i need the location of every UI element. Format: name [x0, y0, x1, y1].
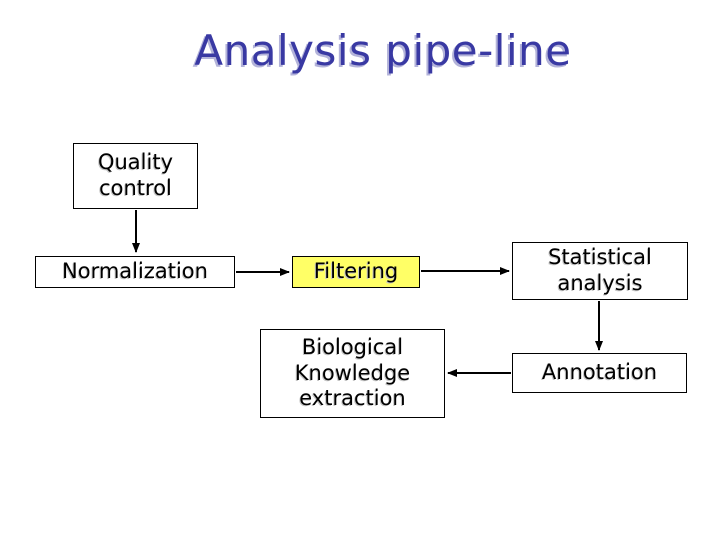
node-normalization-label: Normalization: [62, 259, 208, 284]
node-statistical-analysis-label: Statistical analysis: [548, 245, 652, 295]
node-quality-control: Quality control: [73, 143, 198, 209]
node-annotation: Annotation: [512, 353, 687, 393]
node-normalization: Normalization: [35, 256, 235, 288]
node-biological-knowledge-extraction: Biological Knowledge extraction: [260, 329, 445, 418]
node-statistical-analysis: Statistical analysis: [512, 242, 688, 300]
node-biological-knowledge-extraction-label: Biological Knowledge extraction: [294, 335, 411, 411]
node-annotation-label: Annotation: [541, 360, 658, 385]
node-filtering: Filtering: [292, 256, 420, 288]
node-quality-control-label: Quality control: [97, 150, 174, 200]
node-filtering-label: Filtering: [313, 259, 399, 284]
slide-title: Analysis pipe-line: [194, 26, 572, 75]
